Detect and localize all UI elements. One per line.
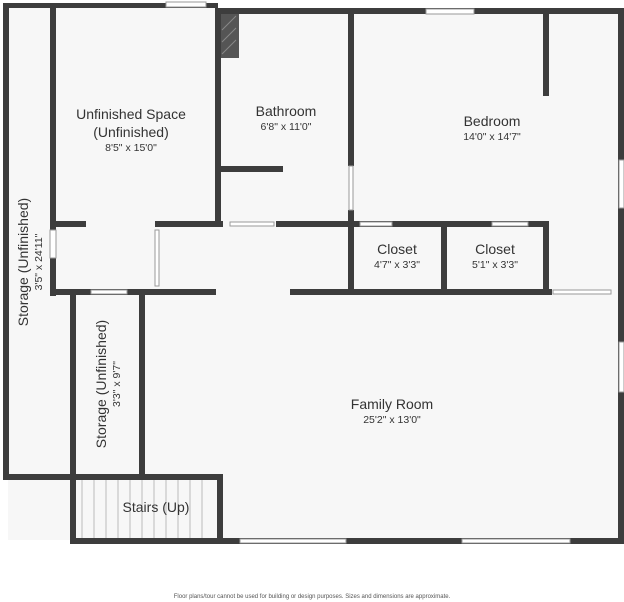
room-dimensions: 25'2" x 13'0" bbox=[363, 414, 421, 426]
room-name: Closet bbox=[475, 241, 515, 257]
room-name: Unfinished Space bbox=[76, 106, 186, 122]
room-name: Stairs (Up) bbox=[122, 499, 190, 515]
room-storage-inner: Storage (Unfinished) 3'3" x 9'7" bbox=[92, 320, 124, 448]
room-name: Storage (Unfinished) bbox=[15, 197, 31, 327]
room-bathroom: Bathroom 6'8" x 11'0" bbox=[256, 102, 317, 134]
room-closet-1: Closet 4'7" x 3'3" bbox=[374, 240, 420, 272]
room-name: Bathroom bbox=[255, 103, 317, 119]
room-dimensions: 5'1" x 3'3" bbox=[472, 259, 518, 271]
room-name: Storage (Unfinished) bbox=[93, 319, 109, 449]
chimney-hatch bbox=[221, 15, 237, 55]
room-bedroom: Bedroom 14'0" x 14'7" bbox=[463, 112, 521, 144]
floor-areas bbox=[8, 8, 620, 540]
room-dimensions: 4'7" x 3'3" bbox=[374, 259, 420, 271]
room-name-qualifier: (Unfinished) bbox=[93, 124, 169, 140]
room-dimensions: 14'0" x 14'7" bbox=[463, 131, 521, 143]
room-closet-2: Closet 5'1" x 3'3" bbox=[472, 240, 518, 272]
room-unfinished-space: Unfinished Space (Unfinished) 8'5" x 15'… bbox=[76, 105, 186, 155]
walls bbox=[3, 3, 624, 544]
room-dimensions: 3'3" x 9'7" bbox=[111, 361, 123, 407]
room-dimensions: 6'8" x 11'0" bbox=[260, 121, 312, 133]
room-name: Bedroom bbox=[463, 113, 521, 129]
room-family-room: Family Room 25'2" x 13'0" bbox=[351, 395, 433, 427]
room-name: Closet bbox=[377, 241, 417, 257]
room-stairs: Stairs (Up) bbox=[123, 498, 190, 516]
room-name: Family Room bbox=[350, 396, 434, 412]
room-dimensions: 3'5" x 24'11" bbox=[33, 233, 45, 291]
room-dimensions: 8'5" x 15'0" bbox=[105, 142, 157, 154]
room-storage-left: Storage (Unfinished) 3'5" x 24'11" bbox=[14, 198, 46, 326]
stair-treads bbox=[81, 480, 203, 538]
windows bbox=[49, 1, 624, 544]
disclaimer-text: Floor plans/tour cannot be used for buil… bbox=[173, 594, 451, 600]
